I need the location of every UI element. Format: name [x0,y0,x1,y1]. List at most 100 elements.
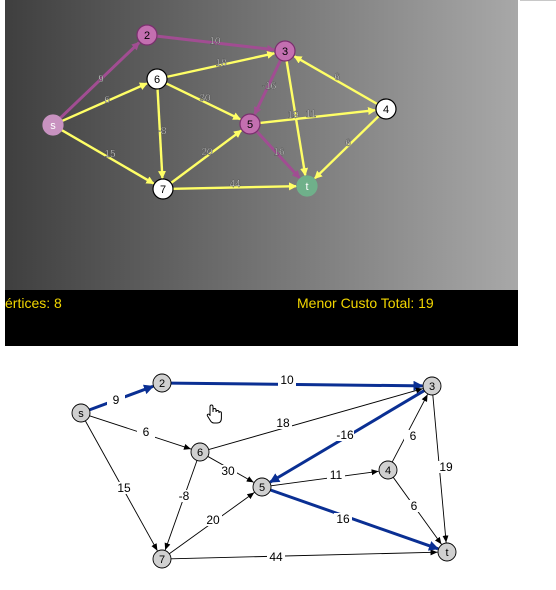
node-3[interactable]: 3 [274,40,296,62]
top-divider-line [520,0,556,4]
edge-weight-label: 6 [410,429,417,443]
node-label: 7 [160,184,166,196]
node-label: 3 [429,381,435,393]
edge-weight-label: 19 [287,110,299,121]
edge-weight-label: -16 [336,428,354,442]
edge-weight-label: 18 [215,58,227,69]
bottom-nodes-group: s 2 3 4 5 6 7 t [71,373,457,569]
edge-5-4 [259,106,377,125]
edge-weight-label: 44 [269,550,283,564]
edge-weight-label: 20 [201,147,213,158]
edge-weight-label: -8 [158,126,167,137]
edge-5-t [255,130,301,179]
node-label: s [50,120,56,132]
node-label: 2 [159,378,165,390]
node-4[interactable]: 4 [378,460,398,480]
edge-4-3 [391,394,428,463]
edge-label-bg [274,417,292,429]
edge-weight-label: 6 [143,425,150,439]
edge-label-bg [327,469,345,481]
edge-label-bg [405,500,423,512]
edge-weight-label: 30 [221,464,235,478]
top-edges-group [59,34,380,191]
edge-3-5 [253,59,283,115]
node-2[interactable]: 2 [136,24,158,46]
node-6[interactable]: 6 [190,442,210,462]
edge-weight-label: 6 [334,72,340,83]
node-label: 6 [197,447,203,459]
edge-weight-label: -16 [262,81,277,92]
edge-5-t [269,488,439,551]
edge-7-5 [170,129,242,184]
node-s[interactable]: s [42,114,64,136]
node-label: 6 [154,74,160,86]
node-label: 5 [259,482,265,494]
node-label: 4 [383,104,389,116]
node-label: t [445,547,448,559]
edge-6-7 [156,88,167,180]
node-t[interactable]: t [437,542,457,562]
total-cost-label: Menor Custo Total: 19 [297,295,434,311]
edge-s-2 [59,41,141,120]
node-5[interactable]: 5 [239,113,261,135]
edge-label-bg [137,426,155,438]
node-label: 2 [144,30,150,42]
edge-weight-label: 11 [330,468,343,482]
edge-label-bg [107,394,125,406]
edge-weight-label: 10 [280,373,294,387]
node-t[interactable]: t [296,175,318,197]
node-4[interactable]: 4 [375,98,397,120]
edge-label-bg [336,429,354,441]
edge-s-6 [61,82,148,123]
hand-pointer-icon [206,404,222,424]
edge-weight-label: 6 [345,138,351,149]
edge-weight-label: 44 [229,179,241,190]
node-s[interactable]: s [71,403,91,423]
edge-weight-label: 6 [411,499,418,513]
edge-label-bg [115,482,133,494]
edge-s-7 [61,128,155,185]
node-label: s [78,408,84,420]
node-3[interactable]: 3 [422,376,442,396]
edge-2-3 [170,380,424,391]
edge-weight-label: 6 [104,95,110,106]
edge-weight-label: 15 [104,149,116,160]
edge-weight-label: 9 [98,74,104,85]
node-label: 3 [282,46,288,58]
node-6[interactable]: 6 [146,68,168,90]
edge-weight-label: -8 [179,489,190,503]
edge-weight-label: 15 [117,481,131,495]
edge-label-bg [334,513,352,525]
edge-label-bg [278,374,296,386]
edge-6-7 [164,460,198,551]
node-7[interactable]: 7 [152,549,172,569]
edge-label-bg [219,465,237,477]
node-label: 4 [385,465,391,477]
edge-label-bg [175,490,193,502]
edge-weight-label: 9 [113,393,120,407]
edge-4-t [314,115,380,180]
edge-7-t [170,549,438,560]
node-5[interactable]: 5 [252,477,272,497]
node-2[interactable]: 2 [152,373,172,393]
edge-weight-label: 10 [209,36,221,47]
edge-6-3 [208,387,423,450]
edge-label-bg [204,514,222,526]
edge-5-4 [270,469,379,487]
edge-label-bg [404,430,422,442]
edge-7-t [172,182,298,191]
edge-weight-label: 18 [276,416,290,430]
edge-2-3 [156,34,276,53]
vertex-count-label: értices: 8 [5,295,62,311]
edge-4-3 [293,55,378,106]
footer-status-bar: értices: 8 Menor Custo Total: 19 [5,290,518,346]
edge-weight-label: 20 [206,513,220,527]
node-label: 7 [159,554,165,566]
edge-label-bg [267,551,285,563]
node-7[interactable]: 7 [152,178,174,200]
edge-weight-label: 19 [439,460,453,474]
